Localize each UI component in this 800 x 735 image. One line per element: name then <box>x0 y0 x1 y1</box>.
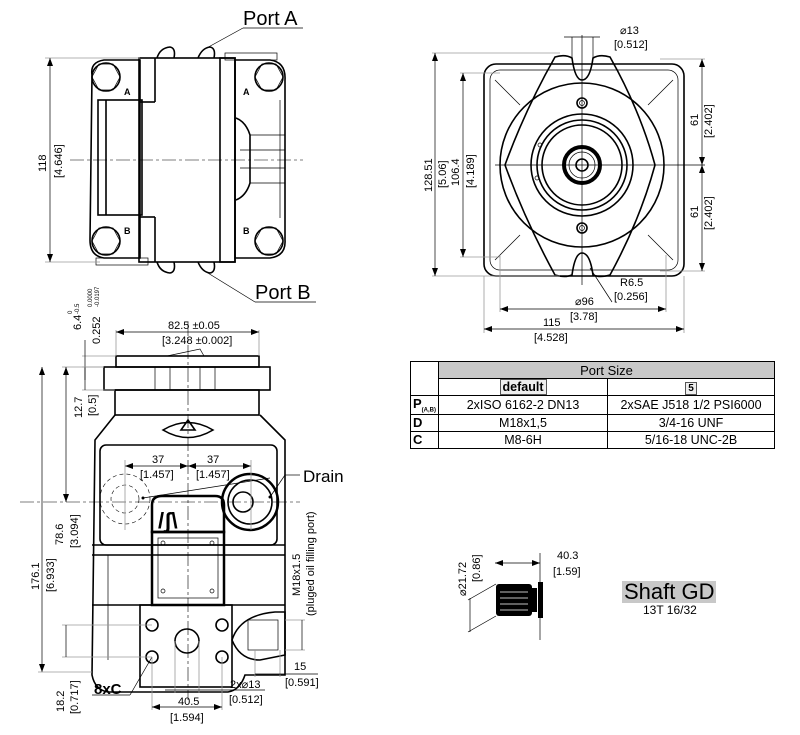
svg-text:128.51: 128.51 <box>423 158 435 192</box>
svg-text:61: 61 <box>689 114 701 126</box>
port-size-header: Port Size <box>438 361 776 379</box>
svg-text:[4.189]: [4.189] <box>465 154 477 188</box>
svg-text:[0.512]: [0.512] <box>614 39 648 51</box>
svg-text:[4.646]: [4.646] <box>53 144 65 178</box>
front-view: ⌀13 [0.512] 128.51 [5.06] 106.4 [4.189] … <box>423 25 715 344</box>
svg-text:[3.248 ±0.002]: [3.248 ±0.002] <box>162 335 232 347</box>
svg-text:[1.59]: [1.59] <box>553 566 581 578</box>
svg-text:[1.457]: [1.457] <box>140 469 174 481</box>
svg-text:78.6: 78.6 <box>54 524 66 545</box>
port-a-label: Port A <box>243 8 298 30</box>
svg-text:⌀21.72: ⌀21.72 <box>457 562 469 596</box>
svg-text:37: 37 <box>152 454 164 466</box>
svg-text:-0.0197: -0.0197 <box>95 286 101 307</box>
fill-port-label: M18x1.5 <box>291 554 303 596</box>
svg-text:37: 37 <box>207 454 219 466</box>
svg-text:[3.78]: [3.78] <box>570 311 598 323</box>
svg-text:[0.256]: [0.256] <box>614 291 648 303</box>
svg-text:[2.402]: [2.402] <box>703 196 715 230</box>
svg-text:A: A <box>243 87 250 97</box>
svg-text:0.0000: 0.0000 <box>88 288 94 307</box>
svg-text:⌀13: ⌀13 <box>620 25 639 37</box>
svg-text:106.4: 106.4 <box>450 158 462 186</box>
svg-text:40.3: 40.3 <box>557 550 578 562</box>
svg-text:2x⌀13: 2x⌀13 <box>230 679 260 691</box>
svg-text:R6.5: R6.5 <box>620 277 643 289</box>
svg-text:176.1: 176.1 <box>30 562 42 590</box>
shaft-detail: 40.3 [1.59] ⌀21.72 [0.86] <box>457 550 581 640</box>
svg-text:[0.86]: [0.86] <box>471 554 483 582</box>
svg-text:[0.512]: [0.512] <box>229 694 263 706</box>
svg-text:18.2: 18.2 <box>55 691 67 712</box>
svg-text:82.5 ±0.05: 82.5 ±0.05 <box>168 320 220 332</box>
col-default-header: default <box>499 379 547 395</box>
svg-text:B: B <box>124 226 131 236</box>
shaft-spec: 13T 16/32 <box>643 603 697 617</box>
svg-text:[4.528]: [4.528] <box>534 332 568 344</box>
svg-text:0.252: 0.252 <box>91 316 103 344</box>
svg-text:/ʃ\: /ʃ\ <box>158 508 178 533</box>
svg-text:⌀96: ⌀96 <box>575 296 594 308</box>
svg-text:12.7: 12.7 <box>73 397 85 418</box>
holes-label: 8xC <box>94 681 122 698</box>
svg-text:61: 61 <box>689 206 701 218</box>
svg-text:B: B <box>243 226 250 236</box>
svg-text:[3.094]: [3.094] <box>69 514 81 548</box>
svg-text:[1.457]: [1.457] <box>196 469 230 481</box>
svg-text:A: A <box>124 87 131 97</box>
svg-text:[2.402]: [2.402] <box>703 104 715 138</box>
svg-text:[6.933]: [6.933] <box>45 558 57 592</box>
svg-text:-0.5: -0.5 <box>75 303 81 314</box>
svg-text:[1.594]: [1.594] <box>170 712 204 724</box>
svg-text:115: 115 <box>543 317 561 329</box>
svg-text:[0.717]: [0.717] <box>69 680 81 714</box>
drain-label: Drain <box>303 467 344 486</box>
side-view: /ʃ\ Drain <box>20 286 344 724</box>
svg-text:(pluged oil filling port): (pluged oil filling port) <box>305 511 317 616</box>
svg-text:0: 0 <box>68 310 74 314</box>
svg-text:15: 15 <box>294 661 306 673</box>
col-5-header: 5 <box>685 382 697 395</box>
svg-text:40.5: 40.5 <box>178 696 199 708</box>
port-b-label: Port B <box>255 282 311 304</box>
table-row: P(A,B) 2xISO 6162-2 DN13 2xSAE J518 1/2 … <box>409 395 776 415</box>
svg-text:118: 118 <box>37 154 49 172</box>
table-row: D M18x1,5 3/4-16 UNF <box>409 413 776 432</box>
svg-text:[5.06]: [5.06] <box>437 160 449 188</box>
svg-text:[0.5]: [0.5] <box>87 395 99 416</box>
port-size-table: Port Size default 5 P(A,B) 2xISO 6162-2 … <box>409 361 776 449</box>
svg-text:[0.591]: [0.591] <box>285 677 319 689</box>
shaft-title: Shaft GD <box>622 579 717 604</box>
table-row: C M8-6H 5/16-18 UNC-2B <box>409 430 776 449</box>
top-view: A A B B 118 [4.646] Port A Port B <box>37 8 316 304</box>
svg-text:6.4: 6.4 <box>72 315 84 330</box>
